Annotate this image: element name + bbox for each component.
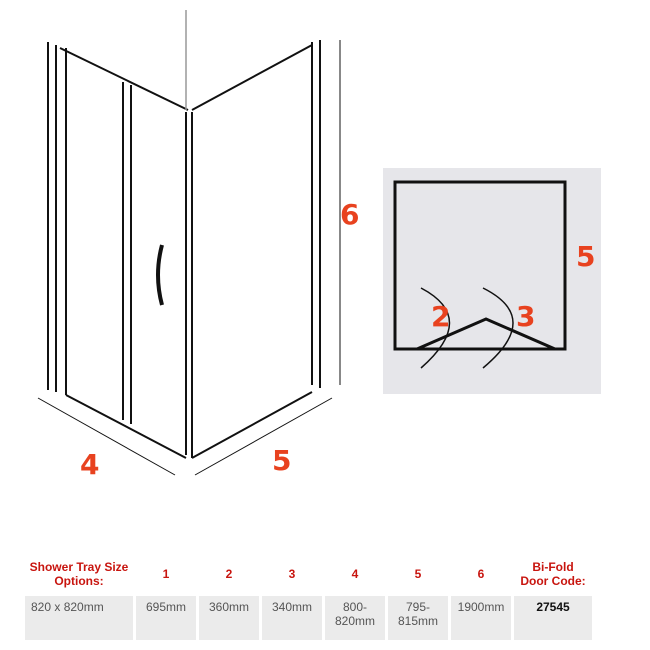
- header-2: 2: [225, 567, 233, 581]
- header-4: 4: [351, 567, 359, 581]
- dimension-label-6: 6: [340, 198, 360, 231]
- header-3: 3: [288, 567, 296, 581]
- header-5: 5: [414, 567, 422, 581]
- cell-6: 1900mm: [451, 596, 511, 640]
- cell-tray: 820 x 820mm: [25, 596, 133, 640]
- dimension-label-5: 5: [272, 444, 292, 477]
- cell-1: 695mm: [136, 596, 196, 640]
- size-table: Shower Tray Size Options: 1 2 3 4 5 6 Bi…: [22, 552, 595, 640]
- header-6: 6: [477, 567, 485, 581]
- enclosure-drawing: [37, 10, 341, 476]
- plan-label-3: 3: [516, 300, 536, 333]
- cell-2: 360mm: [199, 596, 259, 640]
- plan-label-2: 2: [431, 300, 451, 333]
- plan-view: 5 2 3: [383, 168, 601, 394]
- cell-4: 800-820mm: [325, 596, 385, 640]
- dimension-label-4: 4: [80, 448, 100, 481]
- header-code: Bi-Fold Door Code:: [520, 560, 586, 588]
- header-1: 1: [162, 567, 170, 581]
- plan-label-5: 5: [576, 240, 596, 273]
- cell-code: 27545: [514, 596, 592, 640]
- header-tray: Shower Tray Size Options:: [29, 560, 129, 588]
- cell-5: 795-815mm: [388, 596, 448, 640]
- cell-3: 340mm: [262, 596, 322, 640]
